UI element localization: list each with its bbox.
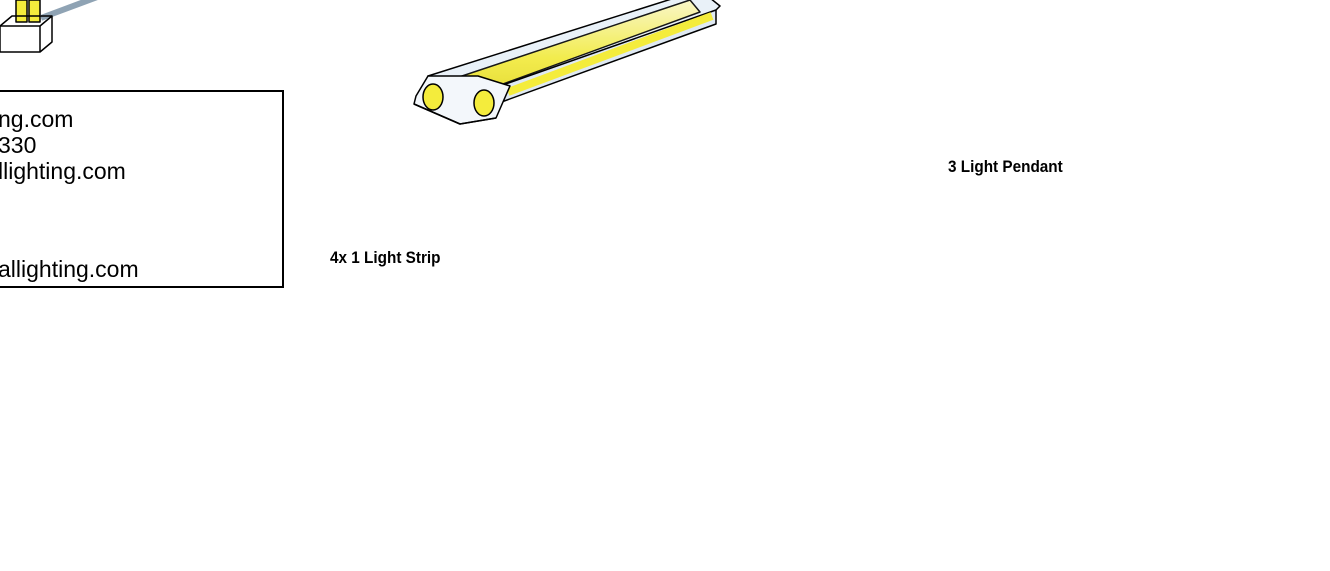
info-line-1: ng.com — [0, 106, 74, 132]
pendant-label: 3 Light Pendant — [948, 157, 1063, 176]
two-lamp-fixture — [413, 0, 721, 125]
info-line-3: llighting.com — [0, 158, 126, 184]
strip-label: 4x 1 Light Strip — [330, 248, 441, 267]
partial-fixture-top-left — [0, 0, 98, 53]
info-line-5: allighting.com — [0, 256, 139, 282]
contact-info-box: ng.com 330 llighting.com allighting.com — [0, 90, 284, 288]
info-line-2: 330 — [0, 132, 37, 158]
